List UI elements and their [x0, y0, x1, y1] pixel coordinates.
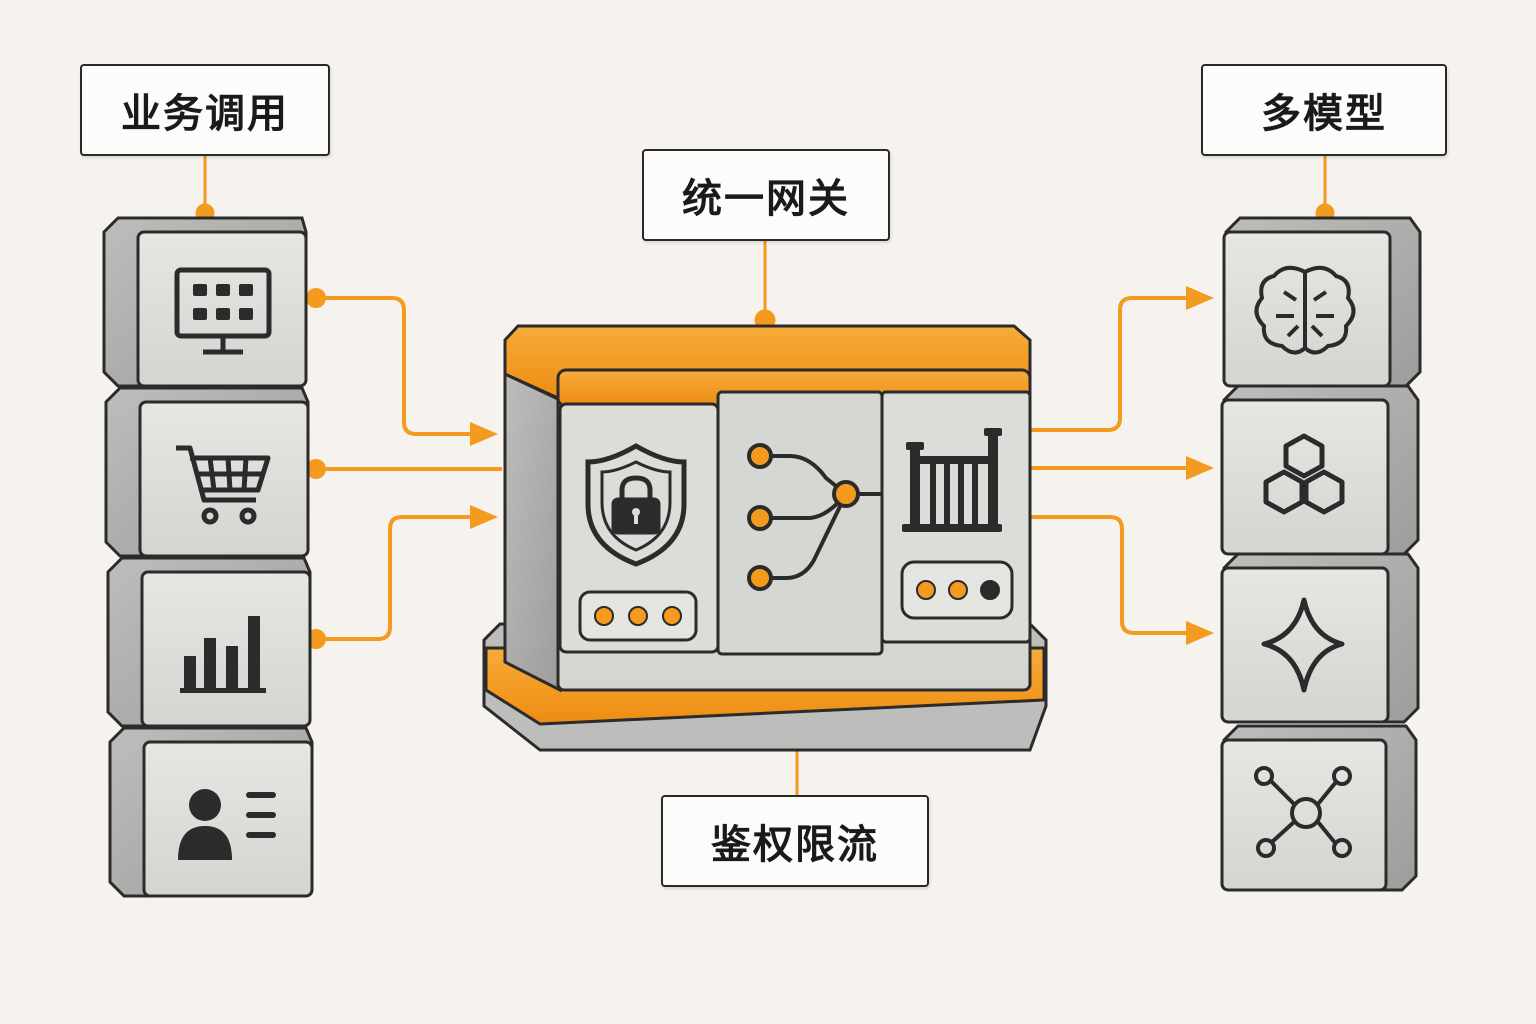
left-connections: [316, 296, 502, 641]
node-graph-icon: [1254, 766, 1352, 858]
models: [1220, 216, 1422, 892]
monitor-grid-icon: [174, 267, 272, 355]
sparkle-star-icon: [1261, 597, 1345, 693]
business-source-block: [104, 386, 310, 558]
unified-gateway-label: 统一网关: [642, 149, 890, 241]
model-block: [1220, 552, 1420, 724]
gateway-device: [482, 324, 1048, 752]
right-connections: [1030, 296, 1188, 635]
connector-dot: [306, 459, 326, 479]
model-block: [1220, 384, 1420, 556]
model-block: [1222, 216, 1422, 388]
routing-network-icon: [747, 443, 882, 591]
multi-model-label: 多模型: [1201, 64, 1447, 156]
auth-rate-limit-label: 鉴权限流: [661, 795, 929, 887]
shopping-cart-icon: [176, 445, 271, 525]
business-sources: [102, 216, 314, 898]
bar-chart-icon: [180, 616, 266, 693]
hexagon-cluster-icon: [1263, 433, 1345, 515]
status-lights: [578, 590, 698, 642]
business-source-block: [102, 216, 308, 388]
shield-lock-icon: [585, 443, 687, 567]
right-arrowheads: [1186, 286, 1214, 645]
routing-panel: [716, 390, 884, 656]
model-block: [1220, 724, 1418, 892]
connector-dot: [306, 288, 326, 308]
business-call-label: 业务调用: [80, 64, 330, 156]
user-id-card-icon: [178, 789, 276, 860]
business-source-block: [106, 556, 312, 728]
brain-circuit-icon: [1254, 265, 1356, 355]
business-source-block: [108, 726, 314, 898]
gate-barrier-icon: [902, 428, 1002, 532]
status-lights: [900, 560, 1014, 620]
